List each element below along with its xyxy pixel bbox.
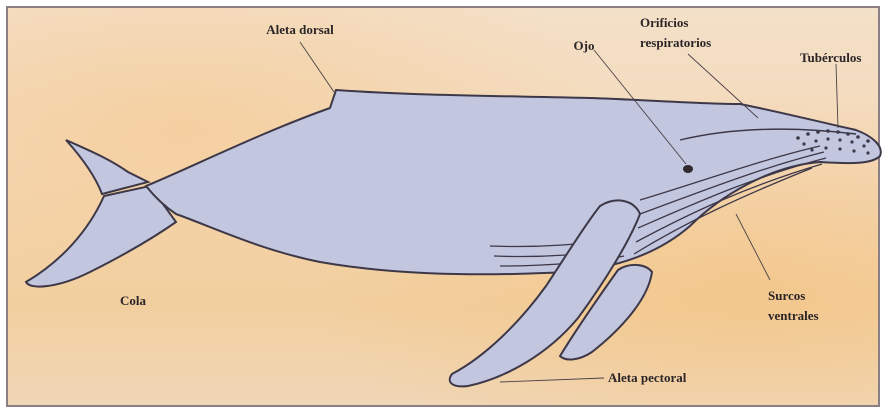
label-blowhole-line2: respiratorios	[640, 35, 711, 50]
label-tail: Cola	[120, 293, 147, 308]
label-ventral-line1: Surcos	[768, 288, 805, 303]
label-ventral-line2: ventrales	[768, 308, 819, 323]
label-dorsal-fin: Aleta dorsal	[266, 22, 334, 37]
eye-icon	[683, 165, 693, 173]
label-tubercles: Tubérculos	[800, 50, 861, 65]
label-eye: Ojo	[574, 38, 595, 53]
label-pectoral-fin: Aleta pectoral	[608, 370, 687, 385]
label-blowhole-line1: Orificios	[640, 15, 688, 30]
